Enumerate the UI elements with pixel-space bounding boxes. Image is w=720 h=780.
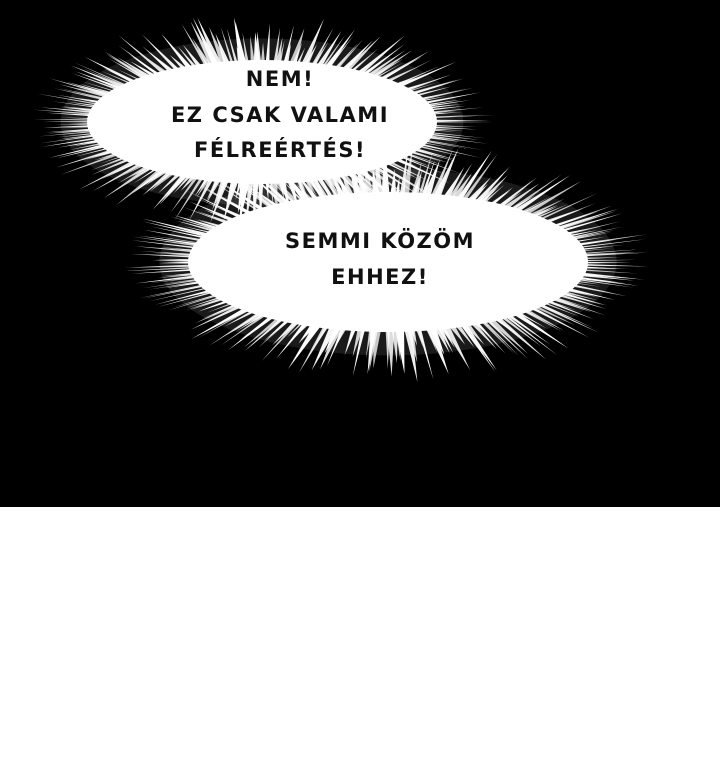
bubble-one-line-1: NEM!: [245, 67, 315, 91]
burst-bubble-one: [33, 17, 495, 231]
bubble-one-line-2: EZ CSAK VALAMI: [170, 102, 390, 127]
comic-panel: NEM! EZ CSAK VALAMI FÉLREÉRTÉS! SEMMI KÖ…: [0, 0, 720, 507]
bubble-two-line-2: EHHEZ!: [331, 264, 429, 289]
bubble-one-line-3: FÉLREÉRTÉS!: [193, 138, 367, 163]
bubble-two-line-1: SEMMI KÖZÖM: [284, 229, 476, 253]
burst-bubbles-art: [33, 17, 649, 382]
blank-page-area: [0, 507, 720, 780]
speech-bubble-one-text: NEM! EZ CSAK VALAMI FÉLREÉRTÉS!: [150, 62, 410, 169]
speech-bubble-two-text: SEMMI KÖZÖM EHHEZ!: [270, 224, 490, 295]
burst-bubble-two: [125, 146, 649, 382]
